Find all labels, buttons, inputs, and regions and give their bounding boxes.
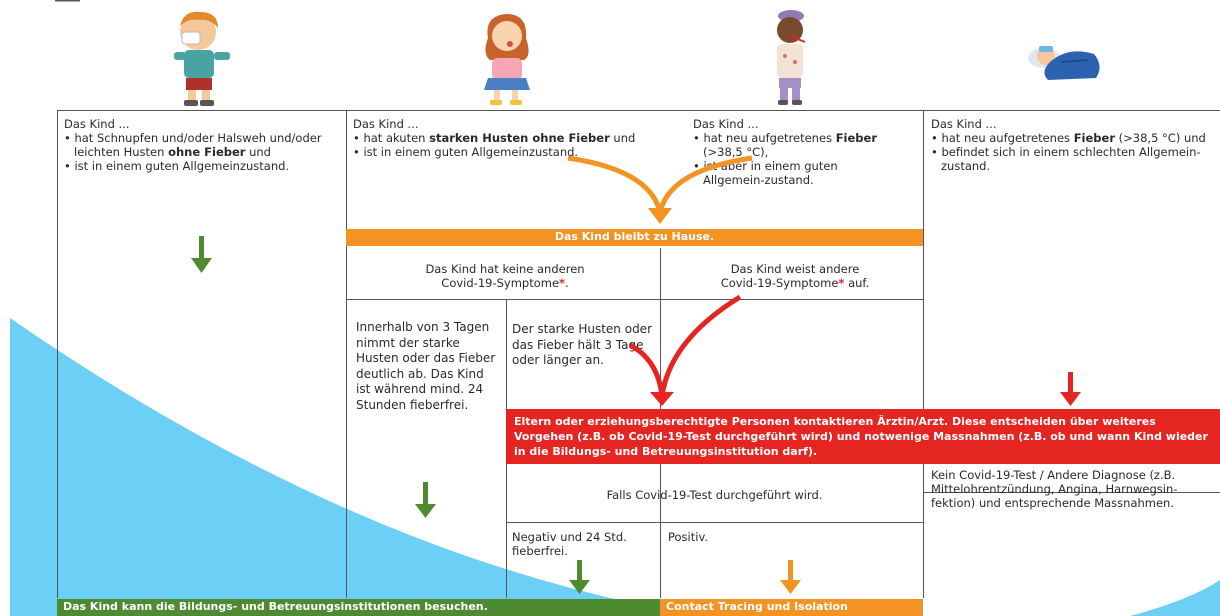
test-result-divider xyxy=(506,522,923,523)
can-attend-bar: Das Kind kann die Bildungs- und Betreuun… xyxy=(57,599,660,616)
column-4-bullet-2-text: befindet sich in einem schlechten Allgem… xyxy=(941,145,1201,173)
contact-tracing-text: Contact Tracing und Isolation xyxy=(666,600,848,613)
column-3-bullet-1-text: hat neu aufgetretenes xyxy=(703,131,836,145)
within-3-days-text: Innerhalb von 3 Tagen nimmt der starke H… xyxy=(356,320,496,412)
column-1-bullet-1-end: und xyxy=(245,145,271,159)
contact-doctor-text: Eltern oder erziehungsberechtigte Person… xyxy=(514,415,1208,458)
top-divider xyxy=(57,110,1220,111)
column-1-bullet-2: • ist in einem guten Allgemeinzustand. xyxy=(64,159,290,173)
other-symptoms-line-1: Das Kind weist andere xyxy=(730,262,860,276)
other-symptoms-line-2: Covid-19-Symptome* auf. xyxy=(670,276,920,290)
can-attend-text: Das Kind kann die Bildungs- und Betreuun… xyxy=(63,600,488,613)
column-divider-1 xyxy=(57,110,58,598)
column-1-bullet-1-text: hat Schnupfen und/oder Halsweh und/oder … xyxy=(74,131,322,159)
no-other-symptoms-end: . xyxy=(565,276,569,290)
child-coughing-icon xyxy=(484,14,530,105)
other-symptoms-end: auf. xyxy=(844,276,870,290)
column-4-bullet-1-bold: Fieber xyxy=(1073,131,1115,145)
column-divider-2 xyxy=(346,110,347,598)
column-2-bullet-1-end: und xyxy=(609,131,636,145)
column-2-bullet-1-bold: starken Husten ohne Fieber xyxy=(429,131,610,145)
no-other-symptoms-line-1: Das Kind hat keine anderen xyxy=(425,262,585,276)
column-3-bullet-1-end: (>38,5 °C), xyxy=(703,145,769,159)
column-1-text: Das Kind ... • hat Schnupfen und/oder Ha… xyxy=(64,117,344,173)
no-test-text: Kein Covid-19-Test / Andere Diagnose (z.… xyxy=(931,468,1178,510)
column-4-bullet-1: • hat neu aufgetretenes Fieber (>38,5 °C… xyxy=(931,131,1206,145)
stay-home-text: Das Kind bleibt zu Hause. xyxy=(554,230,715,243)
stay-home-bar: Das Kind bleibt zu Hause. xyxy=(346,229,923,246)
contact-doctor-bar: Eltern oder erziehungsberechtigte Person… xyxy=(506,409,1220,464)
no-other-symptoms-label: Covid-19-Symptome xyxy=(441,276,560,290)
column-4-bullet-1-end: (>38,5 °C) und xyxy=(1115,131,1206,145)
other-symptoms-label: Covid-19-Symptome xyxy=(720,276,839,290)
column-1-bullet-2-text: ist in einem guten Allgemeinzustand. xyxy=(74,159,290,173)
column-2-bullet-1-text: hat akuten xyxy=(363,131,430,145)
asterisk-marker-1: * xyxy=(559,276,566,290)
contact-tracing-bar: Contact Tracing und Isolation xyxy=(660,599,923,616)
negative-result-text: Negativ und 24 Std. fieberfrei. xyxy=(512,530,627,558)
column-3-bullet-1: • hat neu aufgetretenes Fieber (>38,5 °C… xyxy=(693,131,877,159)
child-sneezing-icon xyxy=(174,11,230,106)
no-test-divider xyxy=(923,492,1220,493)
column-2-bullet-2: • ist in einem guten Allgemeinzustand. xyxy=(353,145,579,159)
column-3-bullet-2-text: ist aber in einem guten Allgemein-zustan… xyxy=(703,159,838,187)
symptom-divider xyxy=(346,299,923,300)
column-divider-4 xyxy=(923,110,924,410)
column-3-bullet-1-bold: Fieber xyxy=(835,131,877,145)
column-2-intro: Das Kind ... xyxy=(353,117,419,131)
column-3-text: Das Kind ... • hat neu aufgetretenes Fie… xyxy=(693,117,893,187)
column-4-text: Das Kind ... • hat neu aufgetretenes Fie… xyxy=(931,117,1216,173)
column-4-bullet-1-text: hat neu aufgetretenes xyxy=(941,131,1074,145)
column-3-bullet-2: • ist aber in einem guten Allgemein-zust… xyxy=(693,159,838,187)
column-2-text: Das Kind ... • hat akuten starken Husten… xyxy=(353,117,653,159)
positive-result-text: Positiv. xyxy=(668,530,709,544)
column-2-bullet-1: • hat akuten starken Husten ohne Fieber … xyxy=(353,131,636,145)
column-divider-4b xyxy=(923,464,924,598)
column-2-bullet-2-text: ist in einem guten Allgemeinzustand. xyxy=(363,145,579,159)
child-fever-thermometer-icon xyxy=(777,10,806,105)
column-1-bullet-1: • hat Schnupfen und/oder Halsweh und/ode… xyxy=(64,131,322,159)
column-4-intro: Das Kind ... xyxy=(931,117,997,131)
child-sick-in-bed-icon xyxy=(1028,46,1100,80)
column-1-intro: Das Kind ... xyxy=(64,117,130,131)
no-other-symptoms: Das Kind hat keine anderen Covid-19-Symp… xyxy=(360,262,650,290)
asterisk-marker-2: * xyxy=(838,276,845,290)
no-other-symptoms-line-2: Covid-19-Symptome*. xyxy=(360,276,650,290)
column-4-bullet-2: • befindet sich in einem schlechten Allg… xyxy=(931,145,1201,173)
three-days-longer-text: Der starke Husten oder das Fieber hält 3… xyxy=(512,322,652,367)
if-test-text: Falls Covid-19-Test durchgeführt wird. xyxy=(606,488,823,502)
column-3-intro: Das Kind ... xyxy=(693,117,759,131)
other-symptoms: Das Kind weist andere Covid-19-Symptome*… xyxy=(670,262,920,290)
column-1-bullet-1-bold: ohne Fieber xyxy=(168,145,246,159)
